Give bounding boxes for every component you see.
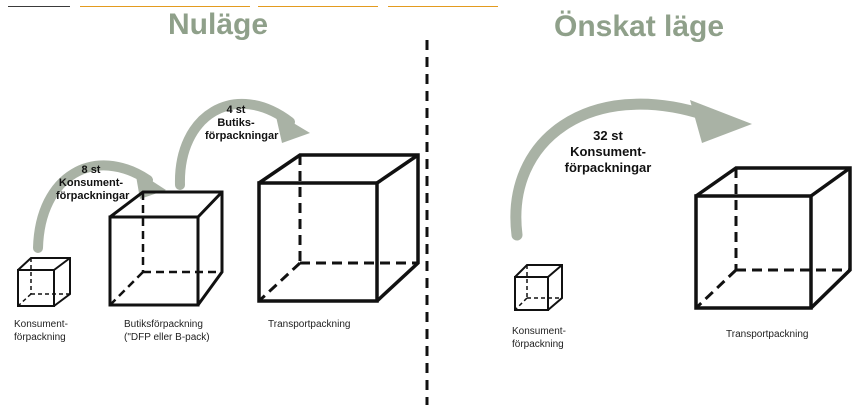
desired-arrow-line2: Konsument-: [570, 144, 646, 159]
label-consumer-current-line2: förpackning: [14, 332, 66, 343]
curved-arrow-icon: [510, 98, 752, 241]
arrow2-quantity: 4 st: [226, 104, 246, 116]
label-consumer-desired-line2: förpackning: [512, 339, 564, 350]
label-transport-desired: Transportpackning: [726, 328, 808, 341]
arrow2-line3: förpackningar: [205, 130, 279, 142]
curved-arrow-icon: [174, 99, 310, 190]
cube-icon: [257, 153, 420, 303]
label-transport-desired-text: Transportpackning: [726, 329, 809, 340]
arrow1-quantity: 8 st: [81, 164, 101, 176]
label-consumer-current-line1: Konsument-: [14, 319, 68, 330]
cube-icon: [514, 264, 563, 311]
arrow1-line2: Konsument-: [58, 177, 124, 189]
label-transport-current-text: Transportpackning: [268, 319, 351, 330]
cube-icon: [108, 190, 224, 307]
label-store: Butiksförpackning ("DFP eller B-pack): [124, 318, 210, 344]
heading-desired: Önskat läge: [554, 10, 725, 43]
label-store-line2: ("DFP eller B-pack): [124, 332, 210, 343]
arrow1-label: 8 st Konsument- förpackningar: [56, 164, 130, 203]
cube-icon: [694, 166, 852, 310]
arrow2-label: 4 st Butiks- förpackningar: [205, 104, 279, 143]
label-consumer-desired-line1: Konsument-: [512, 326, 566, 337]
label-consumer-desired: Konsument- förpackning: [512, 325, 566, 351]
label-transport-current: Transportpackning: [268, 318, 350, 331]
desired-arrow-line3: förpackningar: [564, 160, 652, 175]
desired-arrow-label: 32 st Konsument- förpackningar: [563, 128, 653, 176]
cropped-title-strip: [0, 0, 520, 7]
desired-arrow-quantity: 32 st: [593, 128, 623, 143]
cube-icon: [17, 257, 71, 307]
arrow2-line2: Butiks-: [217, 117, 255, 129]
label-consumer-current: Konsument- förpackning: [14, 318, 68, 344]
label-store-line1: Butiksförpackning: [124, 319, 203, 330]
heading-current: Nuläge: [168, 8, 269, 41]
arrow1-line3: förpackningar: [56, 190, 130, 202]
